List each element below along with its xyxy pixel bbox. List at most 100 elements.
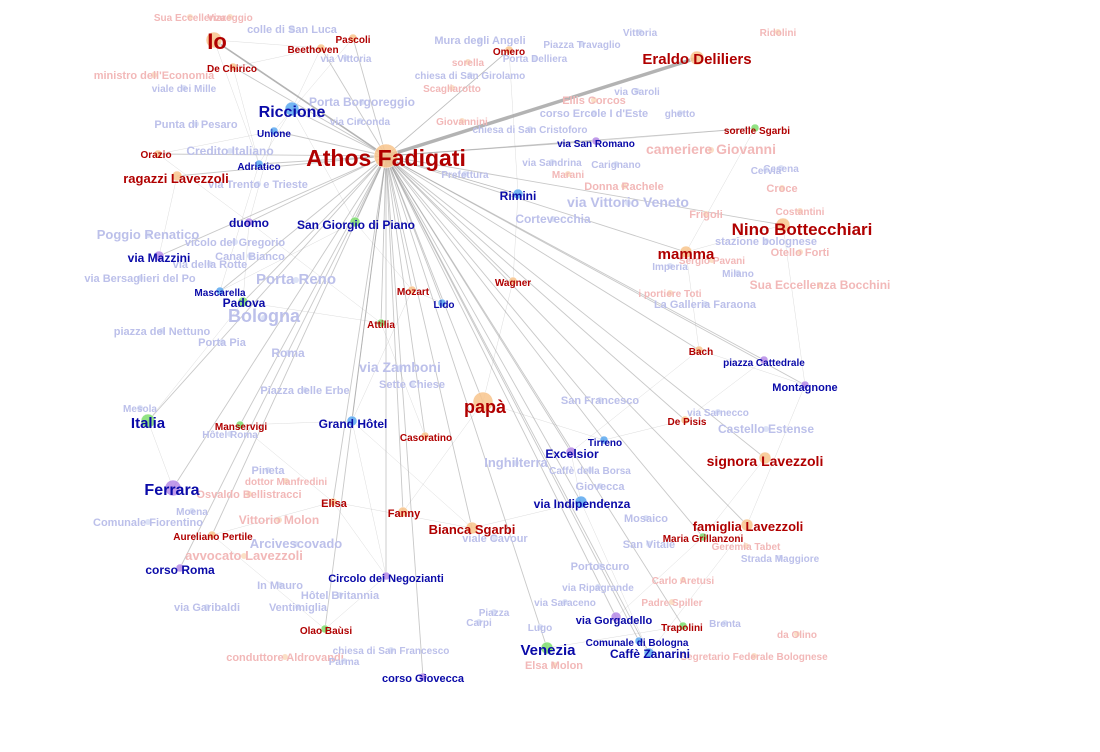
node-dot[interactable] — [599, 435, 609, 445]
node-dot[interactable] — [348, 33, 358, 43]
faded-node — [643, 515, 649, 521]
node-dot[interactable] — [740, 518, 754, 532]
node-dot[interactable] — [634, 636, 644, 646]
faded-node — [722, 620, 728, 626]
node-dot[interactable] — [320, 624, 330, 634]
edge-hub-n4 — [385, 155, 784, 226]
faded-label: Carlo Aretusi — [652, 576, 715, 587]
faded-label: Brenta — [709, 619, 741, 630]
node-dot[interactable] — [698, 532, 708, 542]
node-label: Excelsior — [545, 447, 599, 461]
faded-node — [646, 541, 652, 547]
node-dot[interactable] — [437, 298, 447, 308]
faded-node — [551, 662, 557, 668]
node-dot[interactable] — [349, 216, 361, 228]
node-label: Rimini — [500, 189, 537, 203]
node-label: Grand Hôtel — [319, 417, 388, 431]
faded-label: Giovecca — [576, 481, 626, 493]
node-dot[interactable] — [254, 159, 264, 169]
faded-label: Ventimiglia — [269, 602, 328, 614]
node-dot[interactable] — [284, 101, 300, 117]
faded-node — [337, 592, 343, 598]
faded-label: ghetto — [665, 109, 696, 120]
faded-node — [283, 478, 289, 484]
node-dot[interactable] — [750, 123, 760, 133]
faded-node — [409, 381, 415, 387]
node-dot[interactable] — [472, 391, 494, 413]
faded-label: da Olino — [777, 630, 817, 641]
node-dot[interactable] — [643, 647, 655, 659]
node-dot[interactable] — [153, 149, 163, 159]
node-dot[interactable] — [680, 415, 690, 425]
faded-node — [591, 97, 597, 103]
node-dot[interactable] — [574, 495, 588, 509]
edge-mesh — [211, 534, 326, 630]
node-dot[interactable] — [759, 355, 769, 365]
node-dot[interactable] — [610, 611, 622, 623]
node-dot[interactable] — [346, 415, 358, 427]
node-dot[interactable] — [540, 641, 554, 655]
node-dot[interactable] — [376, 318, 386, 328]
node-label: Casoratino — [400, 433, 452, 444]
edge-hub-n7 — [385, 155, 766, 459]
node-dot[interactable] — [694, 345, 704, 355]
node-dot[interactable] — [207, 530, 217, 540]
node-dot[interactable] — [316, 43, 326, 53]
edge-hub-n8 — [385, 155, 748, 526]
node-dot[interactable] — [775, 217, 791, 233]
node-dot[interactable] — [237, 296, 249, 308]
node-dot[interactable] — [140, 413, 156, 429]
edge-hub-n53 — [385, 155, 548, 649]
faded-node — [595, 584, 601, 590]
faded-node — [388, 647, 394, 653]
node-dot[interactable] — [171, 170, 183, 182]
node-dot[interactable] — [689, 50, 705, 66]
node-dot[interactable] — [565, 446, 577, 458]
node-dot[interactable] — [465, 521, 479, 535]
edge-mesh — [351, 420, 473, 529]
node-dot[interactable] — [512, 188, 524, 200]
node-dot[interactable] — [205, 31, 223, 49]
faded-node — [276, 517, 282, 523]
edge-mesh — [411, 289, 443, 304]
node-dot[interactable] — [504, 45, 514, 55]
node-dot[interactable] — [235, 420, 245, 430]
edge-mesh — [273, 37, 354, 132]
node-dot[interactable] — [381, 571, 391, 581]
node-dot[interactable] — [397, 506, 409, 518]
node-label: Fanny — [388, 508, 421, 520]
node-dot[interactable] — [269, 126, 279, 136]
faded-node — [343, 55, 349, 61]
faded-label: chiesa di San Cristoforo — [472, 125, 587, 136]
node-dot[interactable] — [678, 621, 688, 631]
faded-label: La Galleria Faraona — [654, 299, 757, 311]
node-label: ragazzi Lavezzoli — [123, 171, 228, 186]
node-dot[interactable] — [153, 250, 165, 262]
node-dot[interactable] — [164, 479, 182, 497]
node-dot[interactable] — [679, 245, 693, 259]
edge-mesh — [685, 127, 756, 253]
faded-label: ministro dell'Economia — [94, 70, 215, 82]
node-dot[interactable] — [228, 62, 238, 72]
node-dot[interactable] — [373, 143, 399, 169]
faded-label: Pineta — [251, 465, 285, 477]
node-dot[interactable] — [328, 497, 338, 507]
faded-node — [151, 72, 157, 78]
faded-label: via Garoli — [614, 87, 660, 98]
faded-label: Sua Eccellenza Bocchini — [750, 278, 891, 292]
node-dot[interactable] — [508, 276, 518, 286]
node-dot[interactable] — [244, 217, 254, 227]
edge-mesh — [248, 130, 275, 223]
edge-hub-n31 — [273, 130, 387, 157]
faded-node — [282, 654, 288, 660]
node-dot[interactable] — [591, 136, 601, 146]
node-dot[interactable] — [418, 672, 428, 682]
node-dot[interactable] — [800, 380, 810, 390]
node-dot[interactable] — [215, 286, 225, 296]
node-dot[interactable] — [420, 431, 430, 441]
node-dot[interactable] — [407, 285, 417, 295]
node-dot[interactable] — [758, 451, 772, 465]
node-dot[interactable] — [175, 563, 185, 573]
faded-node — [817, 282, 823, 288]
faded-node — [579, 41, 585, 47]
